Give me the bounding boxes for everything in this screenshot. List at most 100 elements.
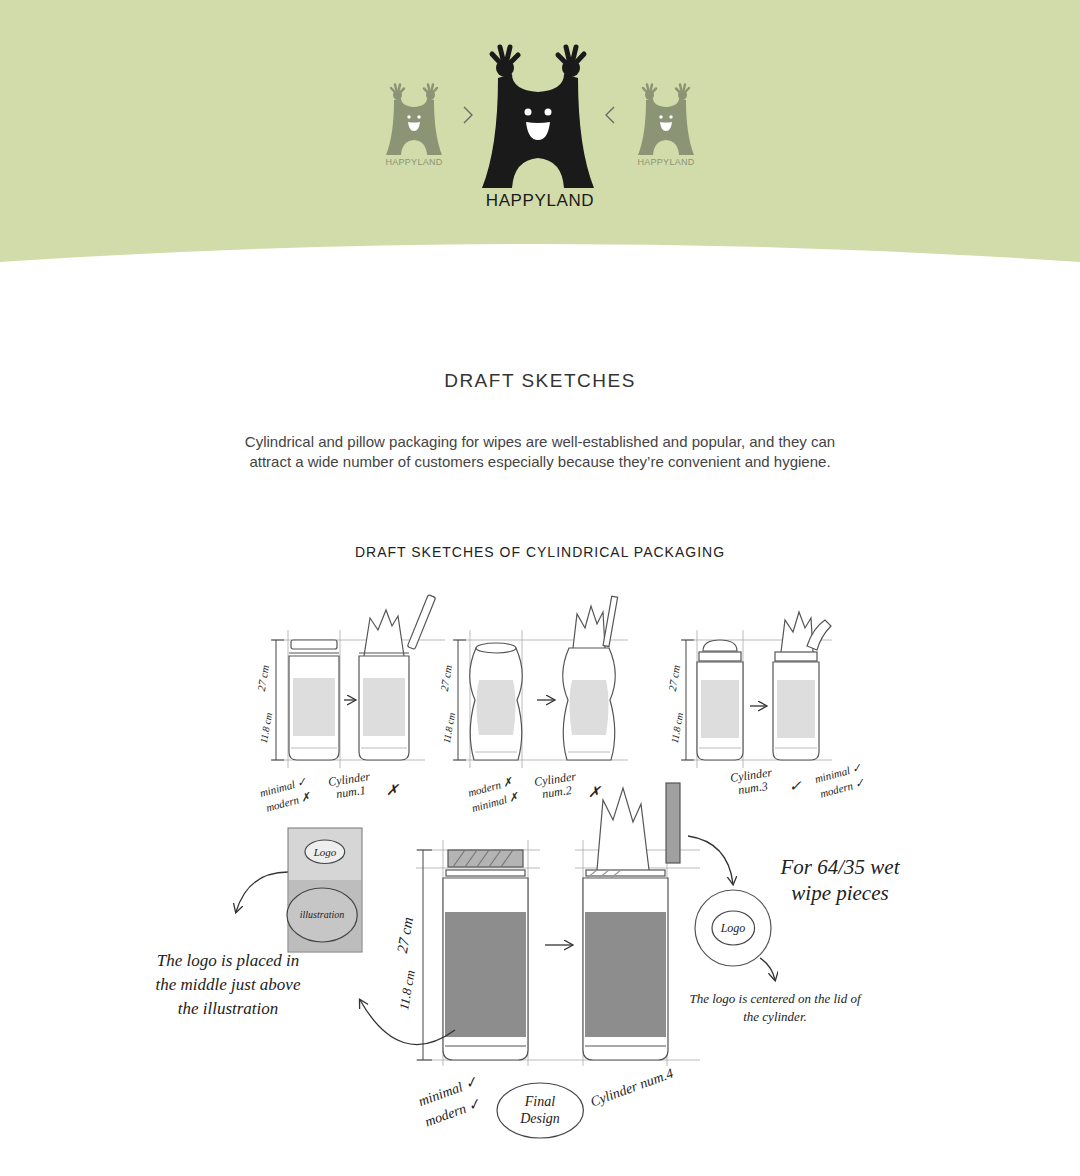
dimension-lines: [458, 640, 459, 760]
chevron: [464, 107, 472, 123]
dimension-wrap: 11.8 cm: [668, 712, 686, 745]
dimension-wrap: 27 cm: [254, 664, 272, 693]
chevron: [464, 107, 614, 123]
dimension-lines: [681, 640, 694, 641]
page-title: DRAFT SKETCHES: [444, 368, 636, 393]
annotation-wrap: The logo is centered on the lid of the c…: [680, 990, 870, 1026]
dimension-wrap: 27 cm: [437, 664, 455, 693]
bubble-ellipse: [287, 888, 357, 942]
dimension: 11.8 cm: [440, 712, 458, 745]
mascot-logo: [482, 47, 594, 188]
logo-wordmark: HAPPYLAND: [486, 190, 594, 212]
page-title-wrap: DRAFT SKETCHES: [444, 368, 636, 393]
header-band: [0, 0, 1080, 262]
bubble-ellipse: [497, 1083, 583, 1138]
intro-text-wrap: Cylindrical and pillow packaging for wip…: [240, 432, 840, 472]
guide-lines: [416, 868, 540, 869]
sketch-name: Cylinder num.1: [320, 769, 379, 803]
verdict-mark: ✗: [386, 780, 399, 800]
cylinder-sketches: [773, 612, 831, 760]
dimension: 27 cm: [665, 664, 683, 693]
verdict-mark: ✗: [588, 782, 601, 802]
mascot-logo-small: [386, 85, 442, 156]
sketch-name-wrap: Cylinder num.3: [722, 765, 781, 799]
logo-wordmark-wrap: HAPPYLAND: [385, 156, 442, 168]
guide-lines: [340, 630, 341, 768]
dimension-lines: [681, 760, 694, 761]
sketch-bubble: Final Design: [496, 1082, 584, 1139]
bubble-ellipse: [305, 840, 345, 864]
section-heading-wrap: DRAFT SKETCHES OF CYLINDRICAL PACKAGING: [355, 543, 725, 561]
arrows: [344, 699, 355, 700]
dimension-wrap: 11.8 cm: [395, 969, 419, 1012]
sketch-name: Cylinder num.4: [588, 1065, 676, 1112]
bubble-text: Logo: [314, 846, 337, 859]
verdict-mark: ✓: [789, 776, 802, 796]
dimension-lines: [271, 760, 284, 761]
cylinder-sketches: [289, 595, 831, 1060]
sketch-name: Cylinder num.2: [526, 769, 585, 803]
cylinder-sketches: [697, 640, 743, 760]
logo-wordmark-wrap: HAPPYLAND: [486, 190, 594, 212]
bubble-text: Final Design: [512, 1093, 568, 1127]
cylinder-sketches: [666, 783, 680, 863]
sketch-bubble: Logo: [304, 839, 346, 865]
annotation: For 64/35 wet wipe pieces: [780, 854, 900, 906]
lid-circle: [695, 890, 771, 966]
intro-text: Cylindrical and pillow packaging for wip…: [240, 432, 840, 472]
dimension-lines: [417, 1060, 432, 1061]
logo-wordmark: HAPPYLAND: [385, 156, 442, 168]
cylinder-sketches: [443, 850, 528, 1060]
arrows: [688, 836, 733, 884]
chevron: [606, 107, 614, 123]
bubble-outline: [496, 1082, 584, 1139]
guide-lines: [288, 630, 289, 768]
dimension-wrap: 27 cm: [665, 664, 683, 693]
guide-lines: [522, 630, 523, 768]
dimension-wrap: 11.8 cm: [440, 712, 458, 745]
annotation-wrap: The logo is placed in the middle just ab…: [148, 949, 308, 1021]
annotation-wrap: For 64/35 wet wipe pieces: [780, 854, 900, 906]
dimension-lines: [271, 640, 284, 641]
sketch-bubble: Logo: [711, 910, 756, 946]
dimension-lines: [453, 760, 466, 761]
arrows: [545, 944, 572, 945]
verdict-mark-wrap: ✓: [789, 776, 802, 796]
arrows: [760, 958, 775, 980]
logo-wordmark: HAPPYLAND: [637, 156, 694, 168]
dimension: 27 cm: [437, 664, 455, 693]
dimension-lines: [423, 850, 424, 1060]
arrows: [750, 705, 766, 706]
arrows: [236, 872, 288, 912]
bubble-text: illustration: [300, 909, 344, 921]
verdict-mark-wrap: ✗: [588, 782, 601, 802]
cylinder-sketches: [563, 596, 618, 760]
dimension-wrap: 27 cm: [392, 915, 418, 954]
cylinder-sketches: [359, 595, 436, 760]
dimension: 27 cm: [392, 915, 418, 954]
dimension: 11.8 cm: [395, 969, 419, 1012]
dimension: 11.8 cm: [668, 712, 686, 745]
bubble-ellipse: [712, 911, 755, 945]
dimension-lines: [417, 850, 432, 851]
dimension-lines: [686, 640, 687, 760]
dimension: 27 cm: [254, 664, 272, 693]
sketch-name-wrap: Cylinder num.4: [588, 1065, 676, 1112]
bubble-text: Logo: [721, 921, 746, 935]
logo-wordmark-wrap: HAPPYLAND: [637, 156, 694, 168]
sketch-name-wrap: Cylinder num.2: [526, 769, 585, 803]
cylinder-sketches: [583, 788, 668, 1060]
annotation: The logo is centered on the lid of the c…: [680, 990, 870, 1026]
sketch-name: Cylinder num.3: [722, 765, 781, 799]
verdict-mark-wrap: ✗: [386, 780, 399, 800]
section-heading: DRAFT SKETCHES OF CYLINDRICAL PACKAGING: [355, 543, 725, 561]
dimension-wrap: 11.8 cm: [257, 712, 275, 745]
dimension-lines: [271, 640, 694, 1060]
sketch-name-wrap: Cylinder num.1: [320, 769, 379, 803]
guide-lines: [470, 630, 471, 768]
dimension: 11.8 cm: [257, 712, 275, 745]
arrows: [537, 699, 554, 700]
